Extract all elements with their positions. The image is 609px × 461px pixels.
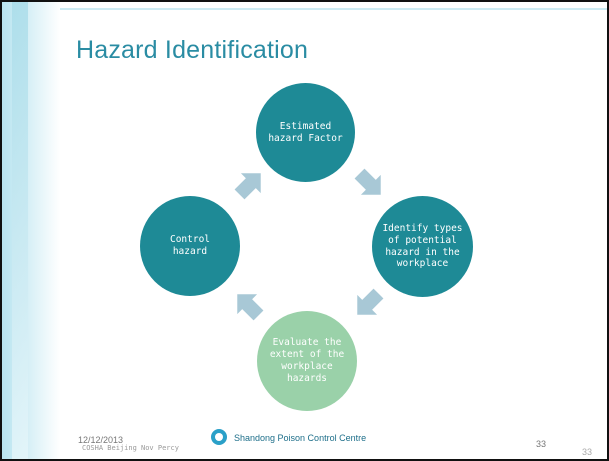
- arrow-estimated-to-identify: [354, 168, 381, 195]
- cycle-node-estimated-label: Estimated hazard Factor: [268, 120, 343, 144]
- cycle-node-control: Control hazard: [140, 196, 240, 296]
- decorative-side-band: [2, 2, 60, 459]
- footer-page-number: 33: [536, 439, 547, 449]
- top-divider: [60, 8, 607, 10]
- cycle-node-evaluate: Evaluate the extent of the workplace haz…: [257, 311, 357, 411]
- footer-date: 12/12/2013: [78, 435, 124, 445]
- cycle-node-control-label: Control hazard: [169, 234, 211, 257]
- cycle-node-evaluate-label: Evaluate the extent of the workplace haz…: [269, 337, 345, 384]
- corner-page-number: 33: [582, 447, 593, 457]
- cycle-node-identify-label: Identify types of potential hazard in th…: [382, 222, 463, 270]
- cycle-node-estimated: Estimated hazard Factor: [256, 83, 355, 182]
- footer-organization: Shandong Poison Control Centre: [234, 433, 367, 443]
- slide-title: Hazard Identification: [76, 36, 309, 64]
- organization-logo-icon: [211, 429, 227, 445]
- arrow-evaluate-to-control: [237, 294, 264, 321]
- arrow-identify-to-evaluate: [357, 288, 384, 315]
- arrow-control-to-estimated: [234, 173, 261, 200]
- footer-subtitle: COSHA Beijing Nov Percy: [82, 444, 179, 452]
- cycle-node-identify: Identify types of potential hazard in th…: [372, 196, 473, 297]
